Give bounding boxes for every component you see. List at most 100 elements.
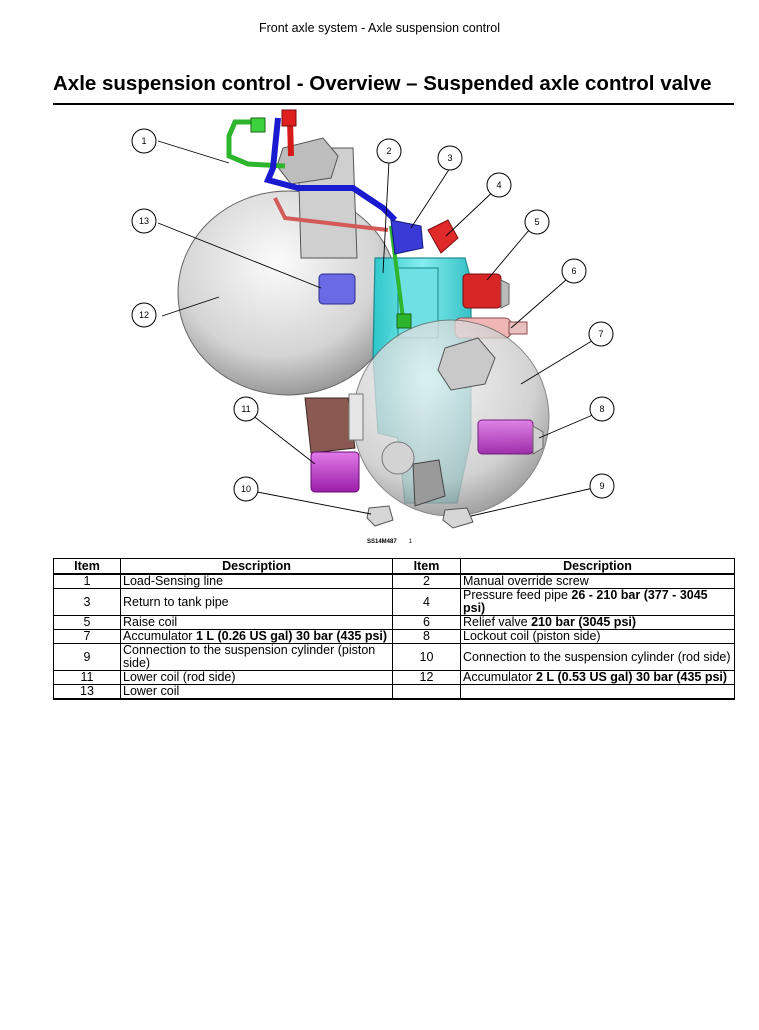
description-segment: Manual override screw [463,574,589,588]
lower-coil [318,273,356,305]
callout-10: 10 [233,476,259,502]
callout-5: 5 [524,209,550,235]
figure-code-suffix: 1 [408,539,413,545]
item-description-left: Return to tank pipe [120,588,393,616]
item-description-right: Relief valve 210 bar (3045 psi) [460,615,735,630]
callout-number: 12 [139,310,149,320]
callout-2: 2 [376,138,402,164]
description-segment: Pressure feed pipe [463,588,572,602]
description-segment: (3045 psi) [578,615,637,629]
description-segment: Lower coil [123,684,180,698]
item-number-right [392,684,461,700]
page-title: Axle suspension control - Overview – Sus… [53,72,712,95]
green-fitting [250,117,266,133]
header-item-right: Item [392,558,461,575]
callout-8: 8 [589,396,615,422]
description-segment: (0.26 US gal) [217,629,293,643]
callout-number: 8 [599,404,604,414]
description-segment: Return to tank pipe [123,594,229,609]
item-description-right: Manual override screw [460,573,735,589]
description-segment: Accumulator [123,629,196,643]
description-segment: Load-Sensing line [123,574,224,588]
callout-4: 4 [486,172,512,198]
callout-number: 4 [496,180,501,190]
callout-3: 3 [437,145,463,171]
description-segment: Connection to the suspension cylinder (r… [463,649,731,664]
item-number-left: 5 [53,615,121,630]
item-number-left: 9 [53,643,121,671]
red-fitting [281,109,297,127]
item-description-right: Pressure feed pipe 26 - 210 bar (377 - 3… [460,588,735,616]
callout-number: 1 [141,136,146,146]
title-rule [53,103,734,105]
item-description-right: Connection to the suspension cylinder (r… [460,643,735,671]
description-segment: Lower coil (rod side) [123,670,236,684]
callout-number: 9 [599,481,604,491]
header-description-left: Description [120,558,393,575]
return-pipe-line [263,117,398,223]
callout-number: 5 [534,217,539,227]
callout-1: 1 [131,128,157,154]
piston-side-connection [442,507,474,529]
lockout-coil [477,419,534,455]
header-item-left: Item [53,558,121,575]
item-number-left: 1 [53,573,121,589]
item-description-right: Accumulator 2 L (0.53 US gal) 30 bar (43… [460,670,735,685]
item-description-right [460,684,735,700]
item-number-left: 13 [53,684,121,700]
item-description-left: Lower coil (rod side) [120,670,393,685]
table-header-row: Item Description Item Description [53,558,735,575]
lower-coil-rod-side-magenta [310,451,360,493]
item-number-left: 7 [53,629,121,644]
callout-7: 7 [588,321,614,347]
description-segment: 1 L [195,629,215,643]
item-number-right: 2 [392,573,461,589]
callout-13: 13 [131,208,157,234]
accumulator-2l [177,190,399,396]
callout-6: 6 [561,258,587,284]
item-description-left: Raise coil [120,615,393,630]
header-description-right: Description [460,558,735,575]
callout-number: 10 [241,484,251,494]
lower-coil-rod-side [304,397,356,454]
item-description-left: Connection to the suspension cylinder (p… [120,643,393,671]
callout-9: 9 [589,473,615,499]
description-segment: (435 psi) [336,629,388,643]
item-number-right: 8 [392,629,461,644]
pressure-fitting [427,219,459,254]
callout-11: 11 [233,396,259,422]
description-segment: Relief valve [463,615,532,629]
running-header: Front axle system - Axle suspension cont… [258,21,501,35]
rod-side-connection [366,505,394,527]
item-description-left: Load-Sensing line [120,573,393,589]
callout-number: 3 [447,153,452,163]
description-segment: (435 psi) [676,670,728,684]
return-fitting [390,219,424,255]
item-description-left: Accumulator 1 L (0.26 US gal) 30 bar (43… [120,629,393,644]
callout-number: 7 [598,329,603,339]
item-number-left: 11 [53,670,121,685]
description-segment: 30 bar [636,670,673,684]
description-segment: Accumulator [463,670,536,684]
description-segment: Raise coil [123,615,178,629]
callout-number: 13 [139,216,149,226]
item-description-right: Lockout coil (piston side) [460,629,735,644]
item-number-right: 10 [392,643,461,671]
description-segment: Lockout coil (piston side) [463,629,601,643]
item-description-left: Lower coil [120,684,393,700]
callout-number: 11 [241,404,250,414]
description-segment: (377 - 3045 psi) [463,588,708,615]
item-number-right: 6 [392,615,461,630]
callout-12: 12 [131,302,157,328]
description-segment: 2 L [535,670,555,684]
load-sensing-line [226,119,286,169]
item-number-right: 4 [392,588,461,616]
